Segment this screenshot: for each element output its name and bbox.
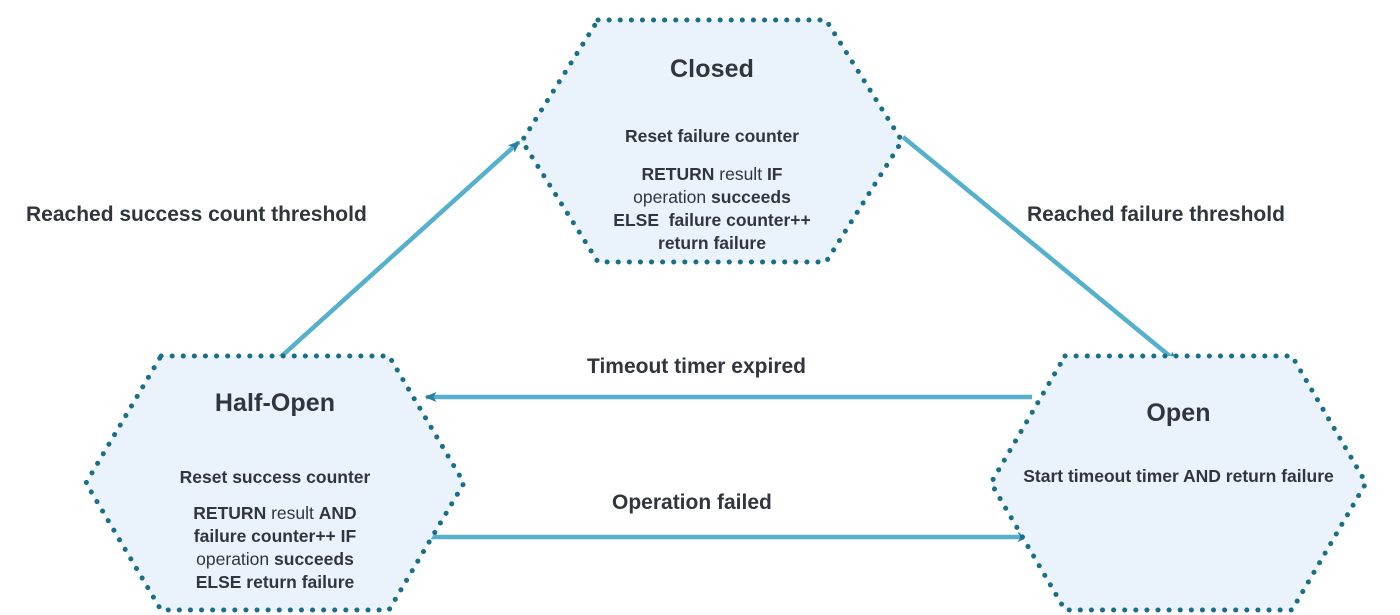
node-title-closed: Closed xyxy=(670,55,754,83)
hexagon-shape-closed xyxy=(519,17,905,265)
node-action-open: Start timeout timer AND return failure xyxy=(1023,465,1334,486)
state-node-open[interactable]: Open Start timeout timer AND return fail… xyxy=(987,352,1370,614)
node-content-half-open: Half-Open Reset success counter RETURN r… xyxy=(82,352,468,615)
node-body-half-open: RETURN result AND failure counter++ IF o… xyxy=(193,502,357,592)
node-content-open: Open Start timeout timer AND return fail… xyxy=(987,352,1370,615)
edge-closed-to-open xyxy=(901,135,1179,364)
state-node-half-open[interactable]: Half-Open Reset success counter RETURN r… xyxy=(82,352,468,614)
node-action-closed: Reset failure counter xyxy=(624,125,800,146)
hexagon-shape-half-open xyxy=(83,353,467,613)
state-node-closed[interactable]: Closed Reset failure counter RETURN resu… xyxy=(518,16,906,266)
hexagon-shape-open xyxy=(988,353,1369,613)
node-title-open: Open xyxy=(1146,399,1211,427)
edge-label-reached-failure-threshold: Reached failure threshold xyxy=(1027,203,1285,226)
edge-label-timeout-timer-expired: Timeout timer expired xyxy=(587,355,807,378)
edge-label-reached-success-count-threshold: Reached success count threshold xyxy=(26,203,367,226)
node-title-half-open: Half-Open xyxy=(214,389,336,417)
node-content-closed: Closed Reset failure counter RETURN resu… xyxy=(518,16,906,306)
node-body-closed: RETURN result IF operation succeeds ELSE… xyxy=(613,163,811,253)
node-action-half-open: Reset success counter xyxy=(179,466,371,487)
edge-half-open-to-closed xyxy=(272,140,521,365)
edge-label-operation-failed: Operation failed xyxy=(612,491,772,514)
